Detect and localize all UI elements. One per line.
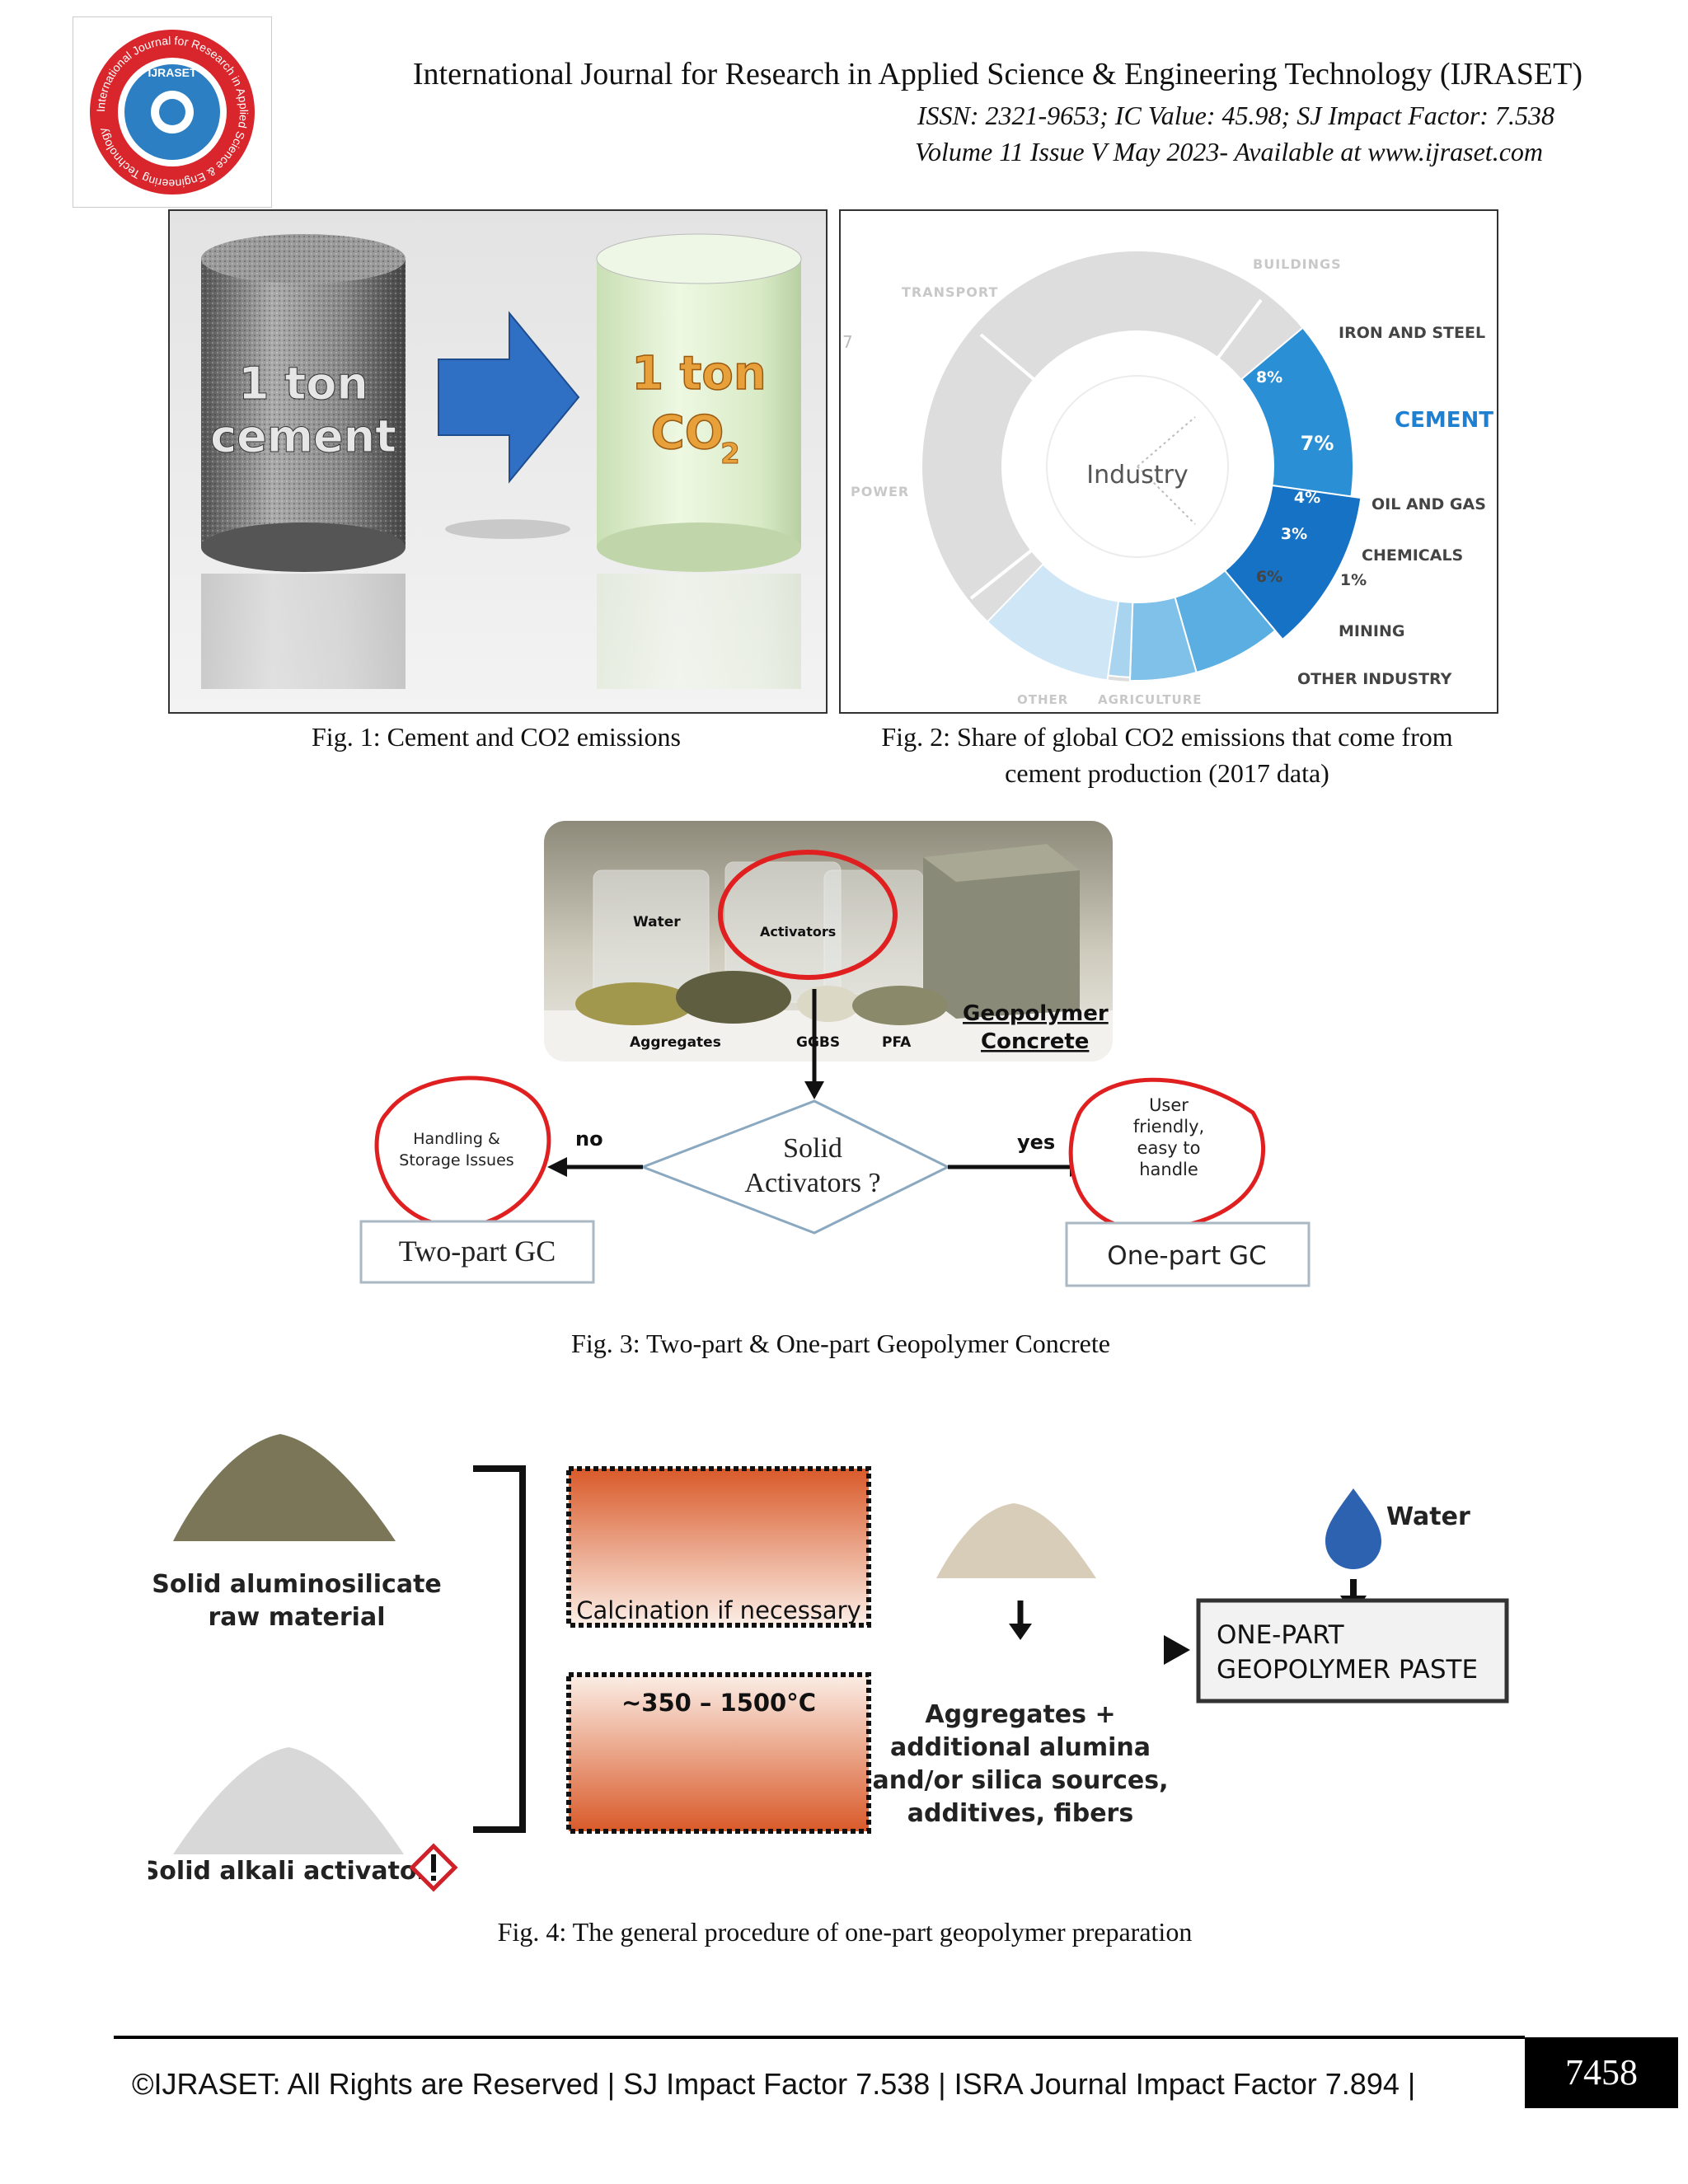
yes-label: yes	[1017, 1131, 1055, 1154]
fig1-right-text-2: CO	[651, 406, 724, 460]
donut-category-label: OTHER INDUSTRY	[1297, 670, 1452, 688]
stray-mark: 7	[842, 332, 853, 352]
donut-value-label: 4%	[1294, 489, 1320, 507]
photo-label-activators: Activators	[760, 924, 836, 940]
fig2-caption-line1: Fig. 2: Share of global CO2 emissions th…	[881, 722, 1453, 752]
figure-4-diagram: Solid aluminosilicate raw material Solid…	[142, 1418, 1541, 1929]
two-part-label: Two-part GC	[399, 1235, 556, 1268]
donut-slice-iron-and-steel	[1240, 326, 1354, 498]
two-part-box	[359, 1220, 595, 1284]
water-drop-icon	[1325, 1488, 1381, 1569]
journal-logo: International Journal for Research in Ap…	[73, 16, 272, 208]
fig1-left-text-2: cement	[210, 410, 396, 462]
donut-value-label: 7%	[1301, 432, 1334, 455]
raw-material-line-2: raw material	[209, 1603, 386, 1632]
raw-material-line-1: Solid aluminosilicate	[152, 1570, 442, 1599]
page-number: 7458	[1525, 2037, 1678, 2108]
donut-value-label: 1%	[1340, 571, 1367, 589]
one-part-box	[1065, 1221, 1311, 1287]
fig1-right-sub: 2	[720, 438, 740, 471]
alkali-activator-powder	[173, 1747, 404, 1854]
decision-diamond	[639, 1099, 951, 1235]
fig1-caption: Fig. 1: Cement and CO2 emissions	[312, 722, 681, 752]
photo-label-concrete: Concrete	[981, 1029, 1089, 1054]
left-speech-bubble	[374, 1076, 551, 1251]
issn-line: ISSN: 2321-9653; IC Value: 45.98; SJ Imp…	[917, 101, 1554, 130]
aggregates-line-1: Aggregates +	[925, 1700, 1115, 1729]
footer-text: ©IJRASET: All Rights are Reserved | SJ I…	[132, 2067, 1416, 2101]
one-part-label: One-part GC	[1107, 1241, 1266, 1271]
outer-label-power: POWER	[851, 484, 909, 499]
fig3-caption: Fig. 3: Two-part & One-part Geopolymer C…	[571, 1329, 1110, 1358]
photo-label-water: Water	[633, 914, 681, 930]
diamond-line-1: Solid	[783, 1133, 842, 1164]
figure-3-flowchart: Solid Activators ? no yes Handling & Sto…	[346, 989, 1335, 1302]
photo-label-aggregates: Aggregates	[630, 1034, 721, 1051]
logo-center-text: IJRASET	[148, 66, 197, 79]
left-bubble-line-2: Storage Issues	[399, 1151, 513, 1169]
outer-label-agriculture: AGRICULTURE	[1098, 692, 1203, 707]
activator-label: Solid alkali activator	[148, 1857, 429, 1886]
calcination-label: Calcination if necessary	[576, 1596, 861, 1624]
result-box	[1196, 1598, 1509, 1704]
right-bubble-line-2: friendly,	[1133, 1117, 1204, 1137]
arrow-right-icon	[1164, 1635, 1190, 1665]
donut-category-label: MINING	[1339, 622, 1404, 640]
left-bubble-line-1: Handling &	[413, 1130, 500, 1148]
outer-label-other: OTHER	[1017, 692, 1068, 707]
result-line-1: ONE-PART	[1217, 1620, 1345, 1650]
aggregates-line-3: and/or silica sources,	[872, 1766, 1168, 1795]
donut-value-label: 3%	[1281, 525, 1307, 543]
arrow-right-icon	[438, 311, 580, 484]
donut-category-label: OIL AND GAS	[1372, 495, 1486, 513]
right-bubble-line-1: User	[1149, 1095, 1189, 1115]
fig4-caption: Fig. 4: The general procedure of one-par…	[497, 1917, 1193, 1947]
right-bubble-line-4: handle	[1139, 1160, 1198, 1179]
photo-label-ggbs: GGBS	[796, 1034, 840, 1051]
diamond-line-2: Activators ?	[744, 1168, 880, 1198]
arrow-left-icon	[547, 1157, 567, 1177]
photo-label-geopolymer: Geopolymer	[963, 1001, 1109, 1026]
aggregate-powder	[936, 1503, 1096, 1578]
aluminosilicate-powder	[173, 1434, 396, 1541]
footer-rule	[114, 2036, 1525, 2039]
donut-slice-other-industry	[986, 563, 1120, 682]
result-line-2: GEOPOLYMER PASTE	[1217, 1655, 1478, 1685]
right-bubble-line-3: easy to	[1137, 1138, 1201, 1158]
figure-1-image: 1 ton cement 1 ton CO 2	[168, 209, 828, 714]
donut-value-label: 6%	[1256, 568, 1282, 586]
fig1-right-text-1: 1 ton	[631, 347, 767, 401]
donut-category-label: CEMENT	[1395, 408, 1493, 433]
outer-label-transport: TRANSPORT	[902, 284, 998, 300]
arrow-down-icon	[804, 1081, 824, 1099]
aggregates-line-2: additional alumina	[890, 1733, 1151, 1762]
donut-category-label: CHEMICALS	[1362, 546, 1463, 565]
right-speech-bubble	[1068, 1077, 1265, 1253]
calcination-box-top	[566, 1466, 871, 1628]
warning-icon	[409, 1843, 458, 1892]
donut-slice-cement	[1223, 484, 1362, 641]
journal-title: International Journal for Research in Ap…	[412, 57, 1582, 91]
photo-label-pfa: PFA	[882, 1034, 912, 1051]
fig1-left-text-1: 1 ton	[238, 358, 368, 410]
no-label: no	[575, 1127, 603, 1151]
donut-center-label: Industry	[1086, 461, 1188, 490]
donut-category-label: IRON AND STEEL	[1339, 324, 1485, 342]
calcination-box-bottom	[566, 1672, 871, 1834]
aggregates-line-4: additives, fibers	[907, 1799, 1133, 1828]
figure-2-chart: 8% IRON AND STEEL 7% CEMENT 4% OIL AND GAS 3% C…	[839, 209, 1498, 714]
figure-3-photo: Water Activators Aggregates GGBS PFA Geo…	[544, 821, 1113, 1062]
combine-bracket	[473, 1465, 526, 1833]
volume-line: Volume 11 Issue V May 2023- Available at…	[915, 137, 1543, 166]
arrow-down-icon	[1009, 1624, 1032, 1640]
fig2-caption-line2: cement production (2017 data)	[1005, 758, 1329, 788]
water-label: Water	[1386, 1502, 1470, 1531]
outer-label-buildings: BUILDINGS	[1253, 256, 1342, 272]
donut-slice-chemicals	[1128, 596, 1198, 682]
donut-value-label: 8%	[1256, 368, 1282, 387]
temperature-label: ~350 – 1500°C	[621, 1689, 816, 1717]
